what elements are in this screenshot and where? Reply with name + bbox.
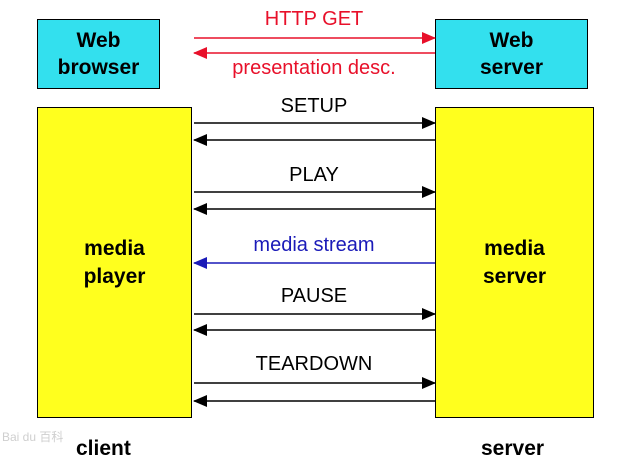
server-caption: server — [481, 437, 545, 460]
media-server-label: media server — [482, 236, 547, 288]
media-player-label: media player — [83, 236, 146, 288]
setup-label: SETUP — [280, 95, 348, 117]
http-get-label: HTTP GET — [264, 8, 364, 30]
client-caption: client — [76, 437, 131, 460]
web-server-box: Web server — [435, 19, 588, 89]
media-player-box: media player — [37, 107, 192, 418]
presentation-desc-label: presentation desc. — [232, 57, 396, 79]
web-browser-label: Web browser — [57, 29, 140, 79]
play-label: PLAY — [289, 164, 339, 186]
pause-label: PAUSE — [280, 285, 348, 307]
baidu-watermark: Bai du 百科 — [2, 430, 64, 444]
media-stream-label: media stream — [253, 234, 375, 256]
web-browser-box: Web browser — [37, 19, 160, 89]
web-server-label: Web server — [479, 29, 544, 79]
teardown-label: TEARDOWN — [255, 353, 373, 375]
media-server-box: media server — [435, 107, 594, 418]
